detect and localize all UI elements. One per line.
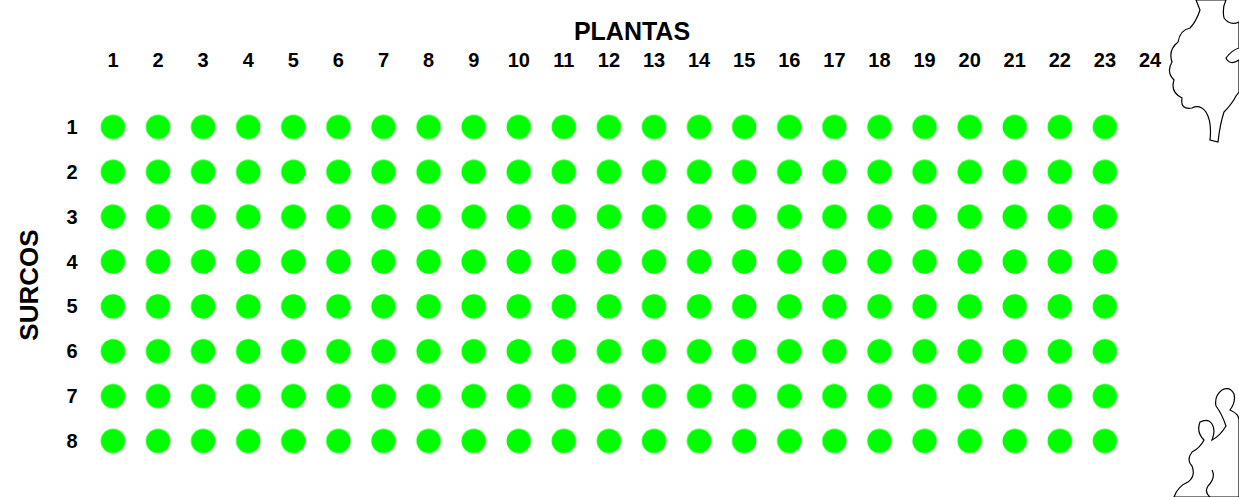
- column-number: 21: [1004, 50, 1026, 70]
- plant-dots: [90, 105, 1127, 465]
- axis-title: SURCOS: [16, 229, 42, 340]
- column-number: 3: [198, 50, 209, 70]
- row-number: 8: [66, 431, 77, 451]
- row-number: 4: [66, 252, 77, 272]
- column-number: 11: [553, 50, 574, 70]
- row-number: 7: [66, 386, 77, 406]
- column-number: 16: [778, 50, 800, 70]
- column-number: 20: [959, 50, 981, 70]
- column-number: 18: [868, 50, 890, 70]
- weed-outline: [1174, 389, 1239, 497]
- column-number: 6: [333, 50, 344, 70]
- column-number: 5: [288, 50, 299, 70]
- row-number: 1: [66, 117, 77, 137]
- axis-title: PLANTAS: [574, 19, 690, 44]
- column-number: 13: [643, 50, 665, 70]
- weed-outline: [1169, 0, 1239, 142]
- column-number: 4: [243, 50, 254, 70]
- row-number: 3: [66, 207, 77, 227]
- row-number: 5: [66, 296, 77, 316]
- column-number: 1: [107, 50, 118, 70]
- column-number: 24: [1139, 50, 1161, 70]
- column-number: 7: [378, 50, 389, 70]
- column-number: 9: [468, 50, 479, 70]
- column-number: 2: [153, 50, 164, 70]
- column-number: 8: [423, 50, 434, 70]
- column-number: 10: [508, 50, 530, 70]
- row-number: 6: [66, 341, 77, 361]
- row-number: 2: [66, 162, 77, 182]
- column-number: 22: [1049, 50, 1071, 70]
- column-number: 15: [733, 50, 755, 70]
- column-number: 23: [1094, 50, 1116, 70]
- column-number: 14: [688, 50, 710, 70]
- column-number: 19: [913, 50, 935, 70]
- column-number: 17: [823, 50, 845, 70]
- column-number: 12: [598, 50, 620, 70]
